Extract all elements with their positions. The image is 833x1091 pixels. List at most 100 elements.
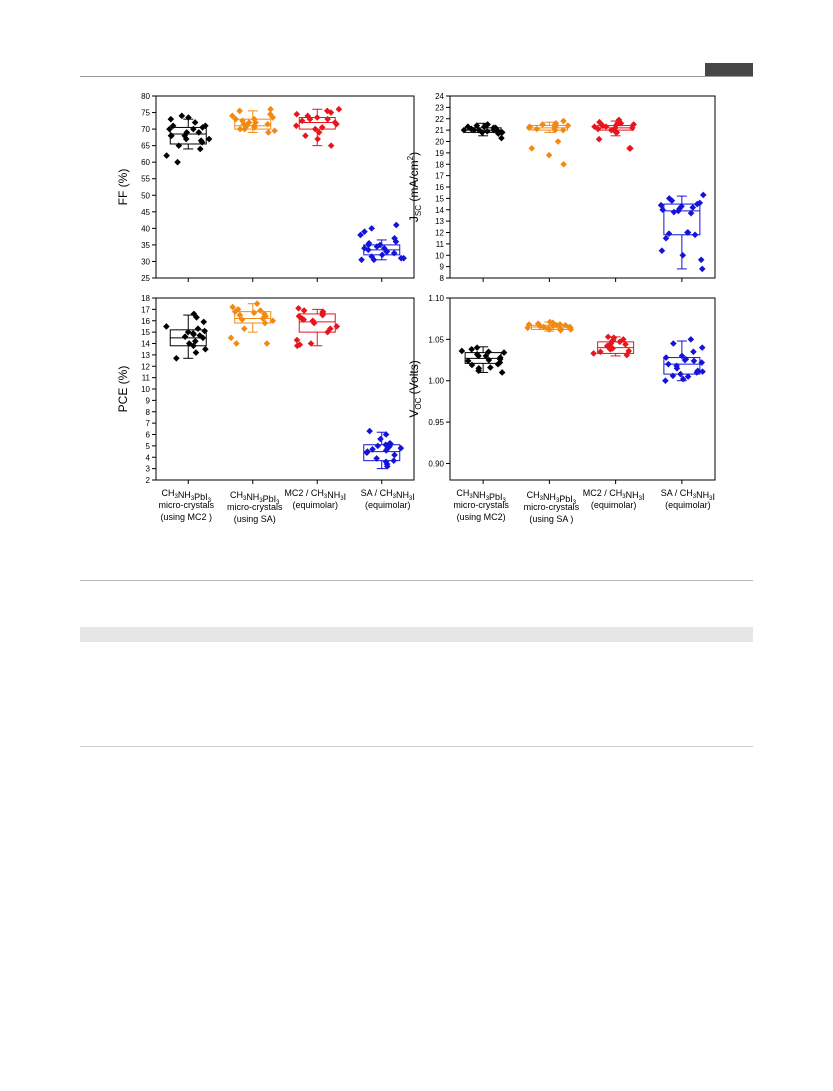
y-tick-label: 4 [146, 453, 151, 462]
y-tick-label: 0.90 [428, 459, 444, 468]
data-point [562, 322, 569, 329]
data-point [602, 123, 610, 131]
data-point [205, 135, 213, 143]
data-point [390, 457, 398, 464]
data-point [315, 129, 323, 136]
data-point [190, 310, 198, 318]
data-point [392, 238, 400, 245]
data-point [311, 125, 319, 133]
data-point [163, 323, 170, 330]
y-tick-label: 0.95 [428, 418, 444, 427]
data-point [373, 243, 381, 250]
y-tick-label: 14 [141, 340, 150, 349]
data-point [392, 221, 400, 229]
data-point [475, 367, 482, 375]
data-point [178, 112, 186, 120]
data-point [496, 359, 504, 366]
data-point [298, 315, 306, 322]
data-point [250, 115, 258, 123]
data-point [304, 112, 312, 120]
data-point [676, 205, 683, 212]
data-point [333, 120, 340, 128]
data-point [694, 367, 702, 375]
data-point [199, 124, 206, 131]
data-point [473, 344, 481, 351]
data-point [370, 256, 378, 264]
data-point [482, 352, 490, 360]
data-point [323, 107, 331, 115]
y-tick-label: 11 [436, 240, 445, 249]
data-point [611, 124, 619, 132]
data-point [366, 427, 373, 435]
data-point [189, 329, 197, 337]
data-point [374, 442, 382, 450]
data-point [670, 208, 678, 216]
y-tick-label: 13 [435, 217, 444, 226]
table-header-band [80, 627, 753, 642]
data-point [259, 315, 267, 322]
data-point [546, 318, 554, 326]
series-1 [163, 112, 213, 166]
data-point [608, 337, 616, 345]
data-point [458, 347, 466, 355]
category-label-line: (using MC2) [457, 512, 506, 522]
series-3 [292, 105, 343, 149]
data-point [382, 458, 390, 466]
category-label-line: SA / CH3NH3I [361, 488, 415, 502]
data-point [369, 445, 376, 453]
data-point [236, 125, 244, 133]
category-label-line: (equimolar) [591, 500, 637, 510]
category-label-line: (equimolar) [365, 500, 411, 510]
data-point [185, 114, 192, 121]
data-point [670, 340, 677, 347]
data-point [666, 195, 673, 202]
y-axis-label: JSC (mA/cm2) [406, 152, 423, 222]
data-point [241, 325, 248, 333]
data-point [699, 191, 707, 199]
data-point [382, 441, 390, 449]
data-point [554, 138, 562, 145]
data-point [239, 117, 246, 125]
data-point [361, 244, 368, 252]
data-point [528, 145, 536, 152]
data-point [238, 316, 246, 323]
series-4 [357, 221, 407, 264]
data-point [257, 307, 264, 314]
y-tick-label: 1.05 [428, 335, 444, 344]
data-point [468, 345, 475, 353]
data-point [697, 256, 705, 264]
y-tick-label: 15 [141, 328, 150, 337]
data-point [590, 350, 597, 357]
data-point [327, 142, 335, 149]
data-point [673, 362, 680, 370]
data-point [549, 319, 557, 327]
data-point [677, 370, 684, 378]
data-point [358, 256, 365, 264]
data-point [292, 122, 300, 130]
data-point [544, 325, 552, 332]
data-point [658, 247, 666, 254]
series-3 [590, 333, 635, 359]
data-point [181, 132, 189, 140]
data-point [368, 225, 375, 232]
data-point [296, 341, 304, 348]
category-label-line: (equimolar) [665, 500, 711, 510]
data-point [684, 229, 691, 236]
data-point [617, 120, 625, 127]
data-point [240, 120, 248, 128]
data-point [679, 251, 687, 259]
data-point [610, 334, 618, 342]
y-tick-label: 6 [146, 431, 151, 440]
series-1 [163, 310, 209, 362]
y-tick-label: 55 [141, 175, 150, 184]
data-point [265, 129, 272, 136]
y-tick-label: 14 [435, 206, 444, 215]
data-point [609, 345, 616, 352]
category-label-line: micro-crystals [227, 502, 283, 512]
data-point [227, 334, 235, 342]
data-point [483, 127, 491, 135]
category-label-line: SA / CH3NH3I [661, 488, 715, 502]
data-point [596, 118, 603, 126]
